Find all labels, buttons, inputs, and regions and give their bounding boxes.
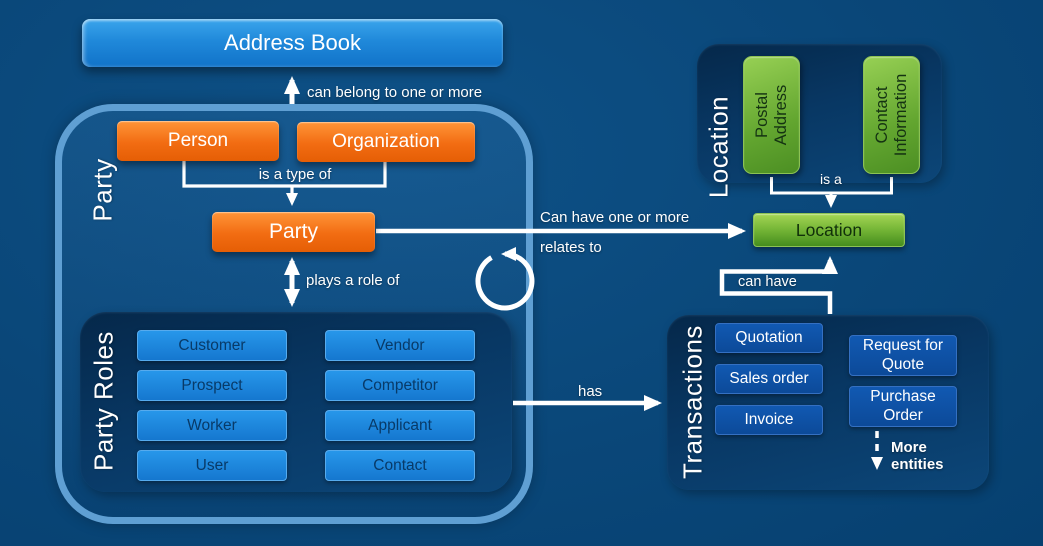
role-box-user: User bbox=[137, 450, 287, 481]
role-box-contact: Contact bbox=[325, 450, 475, 481]
party-box: Party bbox=[212, 212, 375, 252]
organization-box: Organization bbox=[297, 122, 475, 162]
transaction-box-quotation: Quotation bbox=[715, 323, 823, 353]
party-roles-section-label: Party Roles bbox=[88, 331, 119, 471]
edge-label-is-a-type-of: is a type of bbox=[258, 166, 332, 183]
role-box-competitor: Competitor bbox=[325, 370, 475, 401]
contact-information-box: Contact Information bbox=[863, 56, 920, 174]
edge-label-plays-a-role-of: plays a role of bbox=[306, 272, 400, 289]
postal-address-box: Postal Address bbox=[743, 56, 800, 174]
role-box-worker: Worker bbox=[137, 410, 287, 441]
transaction-box-invoice: Invoice bbox=[715, 405, 823, 435]
party-section-label: Party bbox=[87, 158, 118, 222]
edge-label-has: has bbox=[578, 383, 603, 400]
transactions-section-label: Transactions bbox=[677, 325, 708, 479]
location-box: Location bbox=[753, 213, 905, 247]
edge-label-can-belong: can belong to one or more bbox=[307, 84, 483, 101]
role-box-applicant: Applicant bbox=[325, 410, 475, 441]
person-box: Person bbox=[117, 121, 279, 161]
address-book-box: Address Book bbox=[82, 19, 503, 67]
edge-label-relates-to: relates to bbox=[540, 239, 602, 256]
transaction-box-sales-order: Sales order bbox=[715, 364, 823, 394]
edge-label-can-have-one-or-more: Can have one or more bbox=[540, 209, 690, 226]
edge-label-can-have: can have bbox=[738, 274, 797, 290]
more-entities-label: More entities bbox=[891, 439, 944, 474]
transaction-box-request-for-quote: Request for Quote bbox=[849, 335, 957, 376]
role-box-customer: Customer bbox=[137, 330, 287, 361]
role-box-vendor: Vendor bbox=[325, 330, 475, 361]
transaction-box-purchase-order: Purchase Order bbox=[849, 386, 957, 427]
edge-label-is-a: is a bbox=[820, 171, 842, 187]
role-box-prospect: Prospect bbox=[137, 370, 287, 401]
location-section-label: Location bbox=[703, 95, 734, 199]
contact-information-label: Contact Information bbox=[872, 73, 910, 157]
postal-address-label: Postal Address bbox=[752, 84, 790, 146]
